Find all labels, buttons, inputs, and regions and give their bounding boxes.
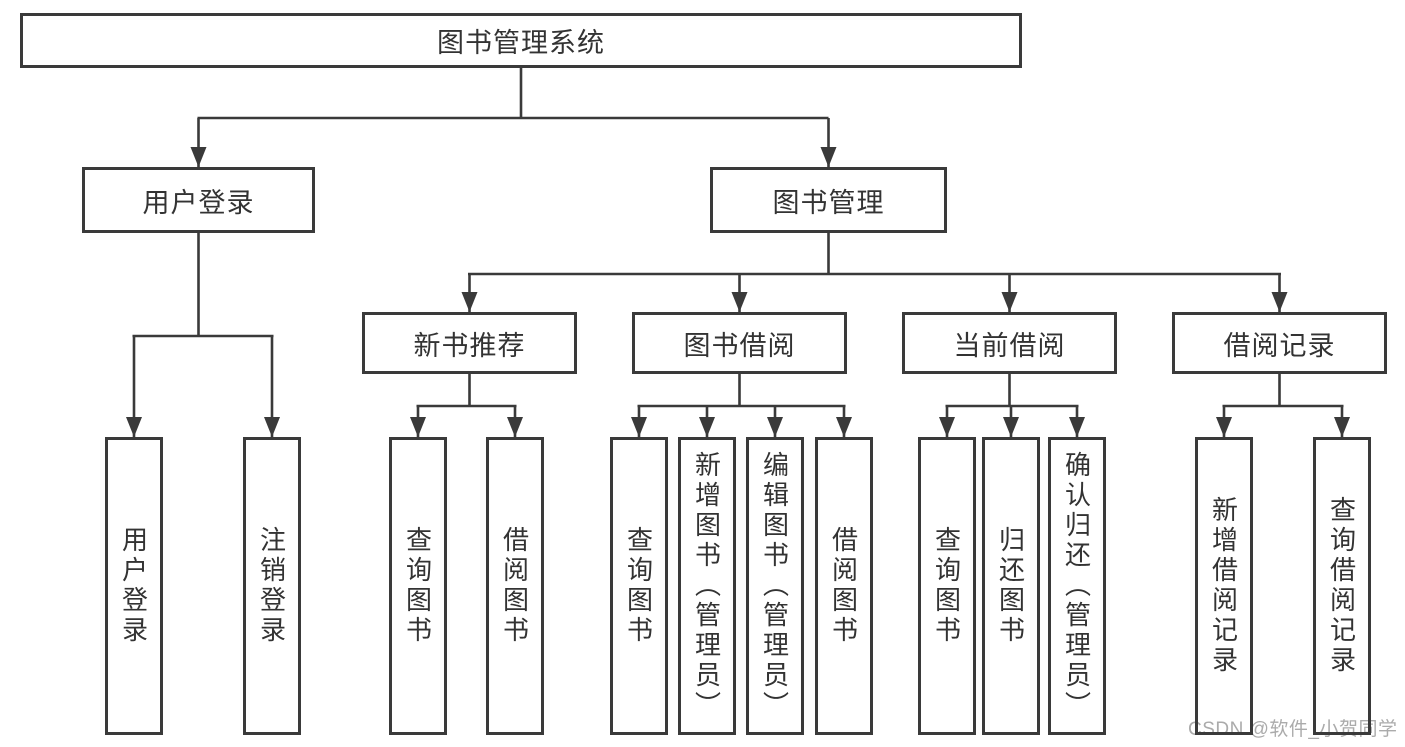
node-user-login: 用户登录 [82,167,315,233]
leaf-records-add-record: 新增借阅记录 [1195,437,1253,735]
leaf-borrow-add-books-admin: 新增图书（管理员） [678,437,736,735]
leaf-user-login: 用户登录 [105,437,163,735]
leaf-recommend-query-books: 查询图书 [389,437,447,735]
node-borrow-records: 借阅记录 [1172,312,1387,374]
node-book-borrow: 图书借阅 [632,312,847,374]
leaf-logout-login: 注销登录 [243,437,301,735]
leaf-current-return-books: 归还图书 [982,437,1040,735]
node-current-borrow: 当前借阅 [902,312,1117,374]
leaf-borrow-edit-books-admin: 编辑图书（管理员） [746,437,804,735]
leaf-borrow-query-books: 查询图书 [610,437,668,735]
leaf-borrow-borrow-books: 借阅图书 [815,437,873,735]
leaf-current-query-books: 查询图书 [918,437,976,735]
leaf-records-query-record: 查询借阅记录 [1313,437,1371,735]
node-root: 图书管理系统 [20,13,1022,68]
node-new-book-recommend: 新书推荐 [362,312,577,374]
leaf-recommend-borrow-books: 借阅图书 [486,437,544,735]
node-book-management: 图书管理 [710,167,947,233]
leaf-current-confirm-return-admin: 确认归还（管理员） [1048,437,1106,735]
